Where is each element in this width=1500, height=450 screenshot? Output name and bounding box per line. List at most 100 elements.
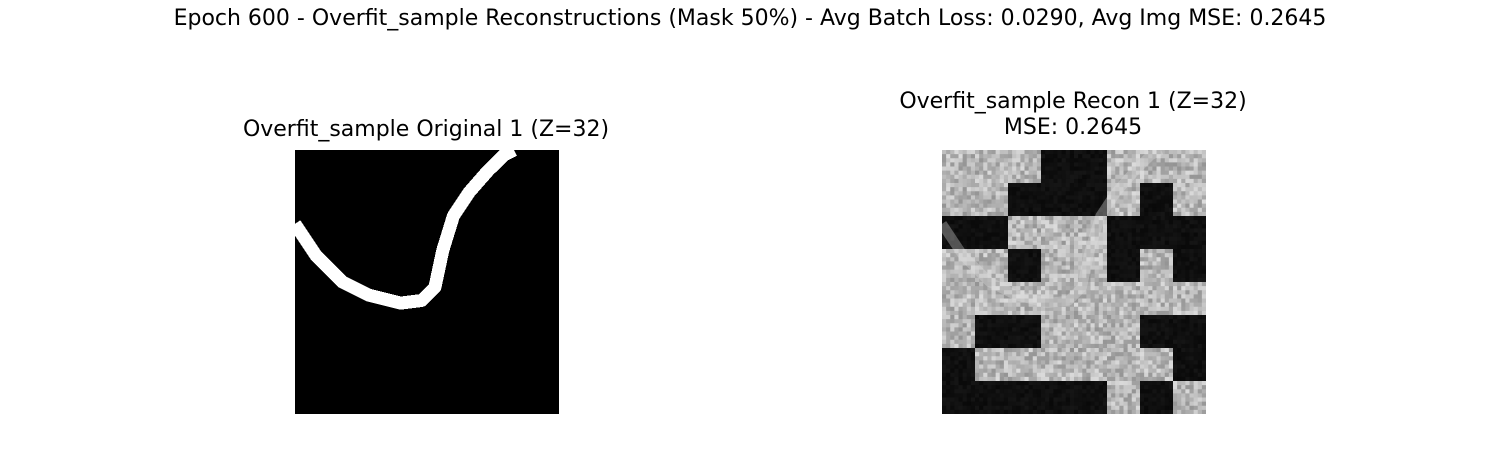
recon-pixel xyxy=(1069,385,1075,390)
recon-pixel xyxy=(1201,286,1206,291)
recon-pixel xyxy=(1177,162,1182,167)
recon-pixel xyxy=(942,244,947,250)
recon-pixel xyxy=(942,294,947,299)
recon-pixel xyxy=(970,339,976,345)
recon-pixel xyxy=(975,298,980,304)
recon-pixel xyxy=(1036,203,1042,209)
recon-pixel xyxy=(999,261,1005,266)
recon-pixel xyxy=(979,166,984,172)
recon-pixel xyxy=(1024,162,1030,167)
recon-pixel xyxy=(1090,298,1096,304)
recon-pixel xyxy=(1074,162,1079,167)
recon-pixel xyxy=(995,244,1001,250)
recon-pixel xyxy=(966,158,972,163)
recon-pixel xyxy=(1036,220,1042,225)
recon-pixel xyxy=(1185,343,1190,349)
recon-pixel xyxy=(1115,166,1120,172)
recon-pixel xyxy=(1148,236,1153,242)
recon-pixel xyxy=(999,240,1005,246)
recon-pixel xyxy=(1008,265,1013,271)
recon-pixel xyxy=(1156,191,1162,196)
recon-pixel xyxy=(1189,154,1195,159)
recon-pixel xyxy=(1053,203,1058,209)
recon-pixel xyxy=(1111,166,1116,172)
recon-pixel xyxy=(942,240,947,246)
recon-pixel xyxy=(1115,199,1120,205)
recon-pixel xyxy=(1111,331,1116,337)
recon-pixel xyxy=(1168,356,1174,361)
recon-pixel xyxy=(962,294,968,299)
recon-pixel xyxy=(1016,352,1021,357)
recon-pixel xyxy=(1045,178,1050,184)
recon-pixel xyxy=(1131,294,1137,299)
recon-pixel xyxy=(1065,236,1071,242)
recon-pixel xyxy=(1008,178,1013,184)
recon-pixel xyxy=(1127,368,1133,374)
recon-pixel xyxy=(1135,170,1141,176)
recon-pixel xyxy=(1164,286,1170,291)
recon-pixel xyxy=(1173,187,1178,192)
recon-pixel xyxy=(979,162,984,167)
recon-pixel xyxy=(1012,331,1017,337)
recon-pixel xyxy=(1036,249,1042,254)
recon-pixel xyxy=(1090,269,1096,275)
recon-pixel xyxy=(1024,269,1030,275)
recon-pixel xyxy=(1012,352,1017,357)
recon-pixel xyxy=(1111,187,1116,192)
recon-pixel xyxy=(1127,294,1133,299)
recon-pixel xyxy=(1115,261,1120,266)
recon-pixel xyxy=(1168,199,1174,205)
recon-pixel xyxy=(1090,294,1096,299)
recon-pixel xyxy=(1069,216,1075,221)
recon-pixel xyxy=(1094,393,1100,398)
recon-pixel xyxy=(983,174,988,180)
recon-pixel xyxy=(1074,166,1079,172)
recon-pixel xyxy=(1094,224,1100,229)
recon-pixel xyxy=(1135,174,1141,180)
recon-pixel xyxy=(1185,290,1190,295)
recon-pixel xyxy=(1074,306,1079,312)
recon-pixel xyxy=(950,315,955,320)
recon-pixel xyxy=(1020,389,1025,394)
recon-pixel xyxy=(1008,339,1013,345)
recon-pixel xyxy=(1045,220,1050,225)
recon-pixel xyxy=(1020,298,1025,304)
recon-pixel xyxy=(1102,257,1108,262)
recon-pixel xyxy=(1057,409,1063,414)
recon-pixel xyxy=(1082,290,1087,295)
recon-pixel xyxy=(1127,343,1133,349)
recon-pixel xyxy=(1061,183,1067,188)
recon-pixel xyxy=(962,232,968,238)
recon-pixel xyxy=(1156,397,1162,403)
recon-pixel xyxy=(1028,240,1034,246)
recon-pixel xyxy=(987,368,992,374)
recon-pixel xyxy=(983,228,988,233)
recon-pixel xyxy=(1098,195,1104,200)
recon-pixel xyxy=(1173,294,1178,299)
recon-pixel xyxy=(942,187,947,192)
recon-pixel xyxy=(1036,244,1042,250)
recon-pixel xyxy=(1020,294,1025,299)
recon-pixel xyxy=(975,224,980,229)
recon-pixel xyxy=(1201,364,1206,370)
recon-pixel xyxy=(1156,174,1162,180)
recon-pixel xyxy=(1078,170,1083,176)
recon-pixel xyxy=(1082,352,1087,357)
recon-pixel xyxy=(1189,265,1195,271)
recon-pixel xyxy=(999,323,1005,328)
recon-pixel xyxy=(1078,331,1083,337)
recon-pixel xyxy=(1028,228,1034,233)
recon-pixel xyxy=(970,261,976,266)
recon-pixel xyxy=(1173,306,1178,312)
recon-pixel xyxy=(1082,282,1087,287)
recon-pixel xyxy=(1156,389,1162,394)
recon-pixel xyxy=(1086,343,1091,349)
recon-pixel xyxy=(1049,368,1054,374)
recon-pixel xyxy=(1090,224,1096,229)
recon-pixel xyxy=(1127,224,1133,229)
recon-pixel xyxy=(1164,240,1170,246)
recon-pixel xyxy=(1045,364,1050,370)
recon-pixel xyxy=(942,277,947,283)
recon-pixel xyxy=(1094,277,1100,283)
recon-pixel xyxy=(1041,360,1046,365)
